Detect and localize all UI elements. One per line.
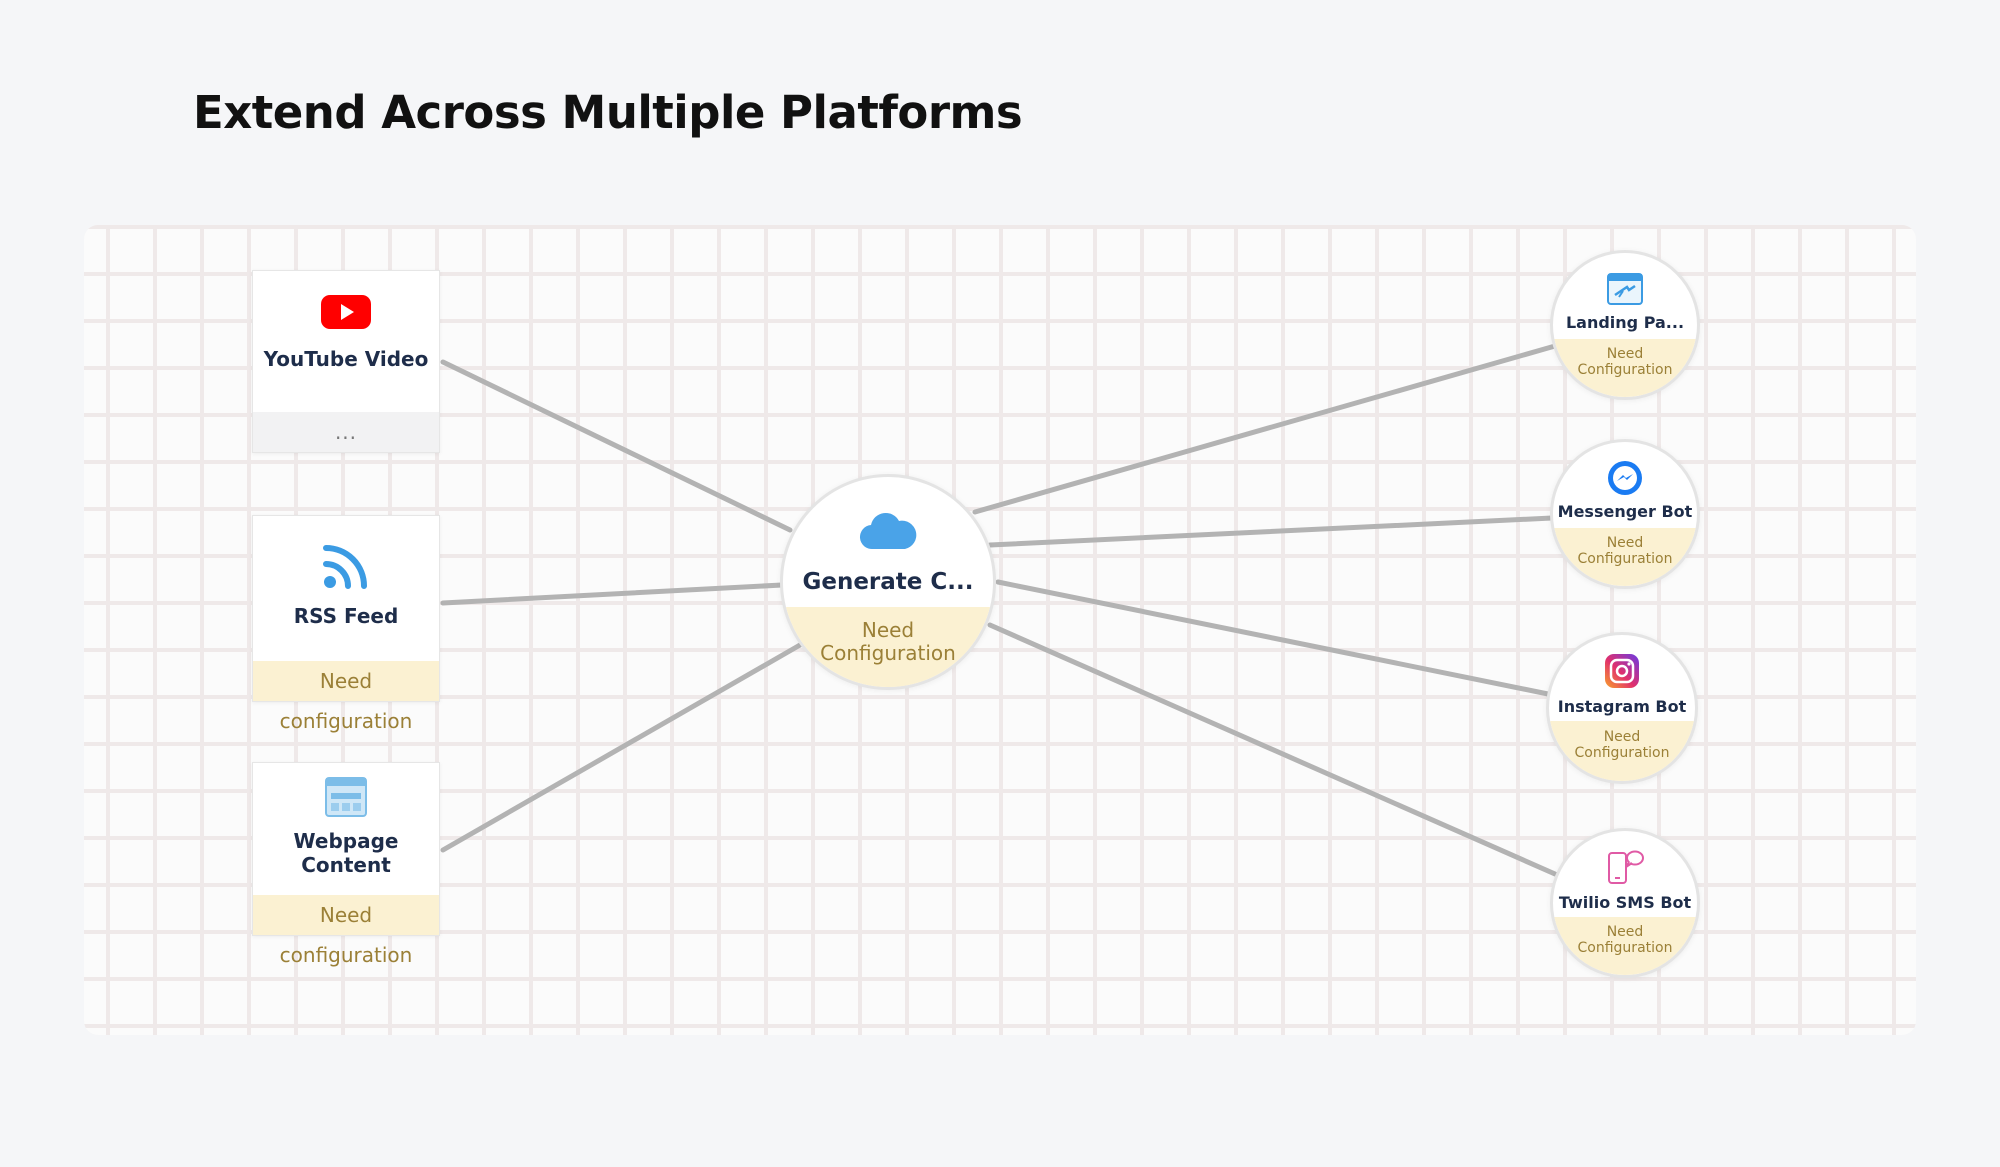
target-node-twilio-sms-bot[interactable]: Twilio SMS Bot Need Configuration (1550, 828, 1700, 978)
target-node-instagram-bot[interactable]: Instagram Bot Need Configuration (1546, 632, 1698, 784)
status-need-configuration[interactable]: Need configuration (253, 661, 439, 733)
instagram-icon (1604, 653, 1640, 689)
target-node-label: Twilio SMS Bot (1558, 893, 1692, 912)
youtube-icon (321, 295, 371, 329)
hub-node-generate-content[interactable]: Generate C... Need Configuration (780, 474, 996, 690)
status-need-configuration[interactable]: Need Configuration (783, 607, 993, 687)
source-card-label: RSS Feed (293, 604, 399, 628)
cloud-icon (859, 511, 917, 551)
messenger-icon (1607, 460, 1643, 496)
more-options-button[interactable]: ... (253, 412, 439, 452)
target-node-label: Instagram Bot (1557, 697, 1687, 716)
target-node-landing-page[interactable]: Landing Pa... Need Configuration (1550, 250, 1700, 400)
status-need-configuration[interactable]: Need Configuration (1553, 917, 1697, 975)
source-card-label: Webpage Content (293, 829, 399, 877)
status-need-configuration[interactable]: Need Configuration (1553, 339, 1697, 397)
page-title: Extend Across Multiple Platforms (193, 86, 1023, 139)
landing-page-icon (1607, 273, 1643, 305)
sms-phone-icon (1605, 849, 1645, 885)
source-card-webpage[interactable]: Webpage Content Need configuration (252, 762, 440, 967)
source-card-rss[interactable]: RSS Feed Need configuration (252, 515, 440, 733)
status-need-configuration[interactable]: Need Configuration (1553, 528, 1697, 586)
status-need-configuration[interactable]: Need configuration (253, 895, 439, 967)
status-need-configuration[interactable]: Need Configuration (1549, 721, 1695, 781)
source-card-label: YouTube Video (263, 347, 429, 371)
target-node-messenger-bot[interactable]: Messenger Bot Need Configuration (1550, 439, 1700, 589)
target-node-label: Messenger Bot (1557, 502, 1693, 521)
webpage-icon (325, 777, 367, 817)
hub-node-label: Generate C... (802, 569, 974, 595)
source-card-youtube[interactable]: YouTube Video ... (252, 270, 440, 453)
rss-icon (322, 542, 370, 590)
target-node-label: Landing Pa... (1565, 313, 1685, 332)
